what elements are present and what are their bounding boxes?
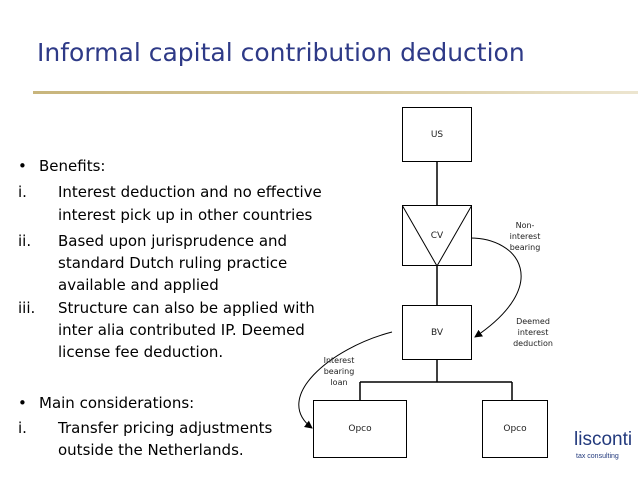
consideration-text-line: Transfer pricing adjustments [58,419,273,437]
entity-box-opco-left: Opco [313,400,407,458]
entity-box-opco-right: Opco [482,400,548,458]
page-title: Informal capital contribution deduction [37,38,525,67]
item-marker: iii. [18,299,36,317]
lisconti-logo: lisconti tax consulting [566,429,638,479]
consideration-text-line: outside the Netherlands. [58,441,244,459]
item-marker: i. [18,183,27,201]
entity-label: US [430,129,444,140]
bullet-marker: • [18,394,27,412]
deemed-interest-arrow [469,237,522,338]
considerations-heading: Main considerations: [39,394,195,412]
benefit-text-line: inter alia contributed IP. Deemed [58,321,305,339]
benefit-text-line: available and applied [58,276,219,294]
benefit-text-line: Structure can also be applied with [58,299,315,317]
interest-loan-arrow [298,331,393,429]
item-marker: ii. [18,232,32,250]
entity-box-us: US [402,107,472,162]
bullet-list: • Benefits: i. Interest deduction and no… [18,157,322,459]
title-divider [33,91,638,94]
entity-box-bv: BV [402,305,472,360]
item-marker: i. [18,419,27,437]
benefit-text-line: interest pick up in other countries [58,206,313,224]
benefit-text-line: standard Dutch ruling practice [58,254,288,272]
benefits-heading: Benefits: [39,157,106,175]
benefit-text-line: Interest deduction and no effective [58,183,322,201]
label-deemed-interest-deduction: Deemed interest deduction [513,317,553,348]
benefit-text-line: license fee deduction. [58,343,224,361]
entity-box-cv: CV [402,205,472,266]
entity-label: CV [430,230,444,241]
bullet-marker: • [18,157,27,175]
label-interest-bearing-loan: Interest bearing loan [323,356,355,387]
label-non-interest-bearing: Non- interest bearing [509,221,541,252]
entity-label: Opco [348,424,372,434]
entity-label: Opco [503,424,527,434]
entity-label: BV [430,327,444,338]
benefit-text-line: Based upon jurisprudence and [58,232,288,250]
logo-name: lisconti [574,429,633,450]
cv-partnership-triangle [402,205,472,266]
logo-tagline: tax consulting [576,453,619,460]
